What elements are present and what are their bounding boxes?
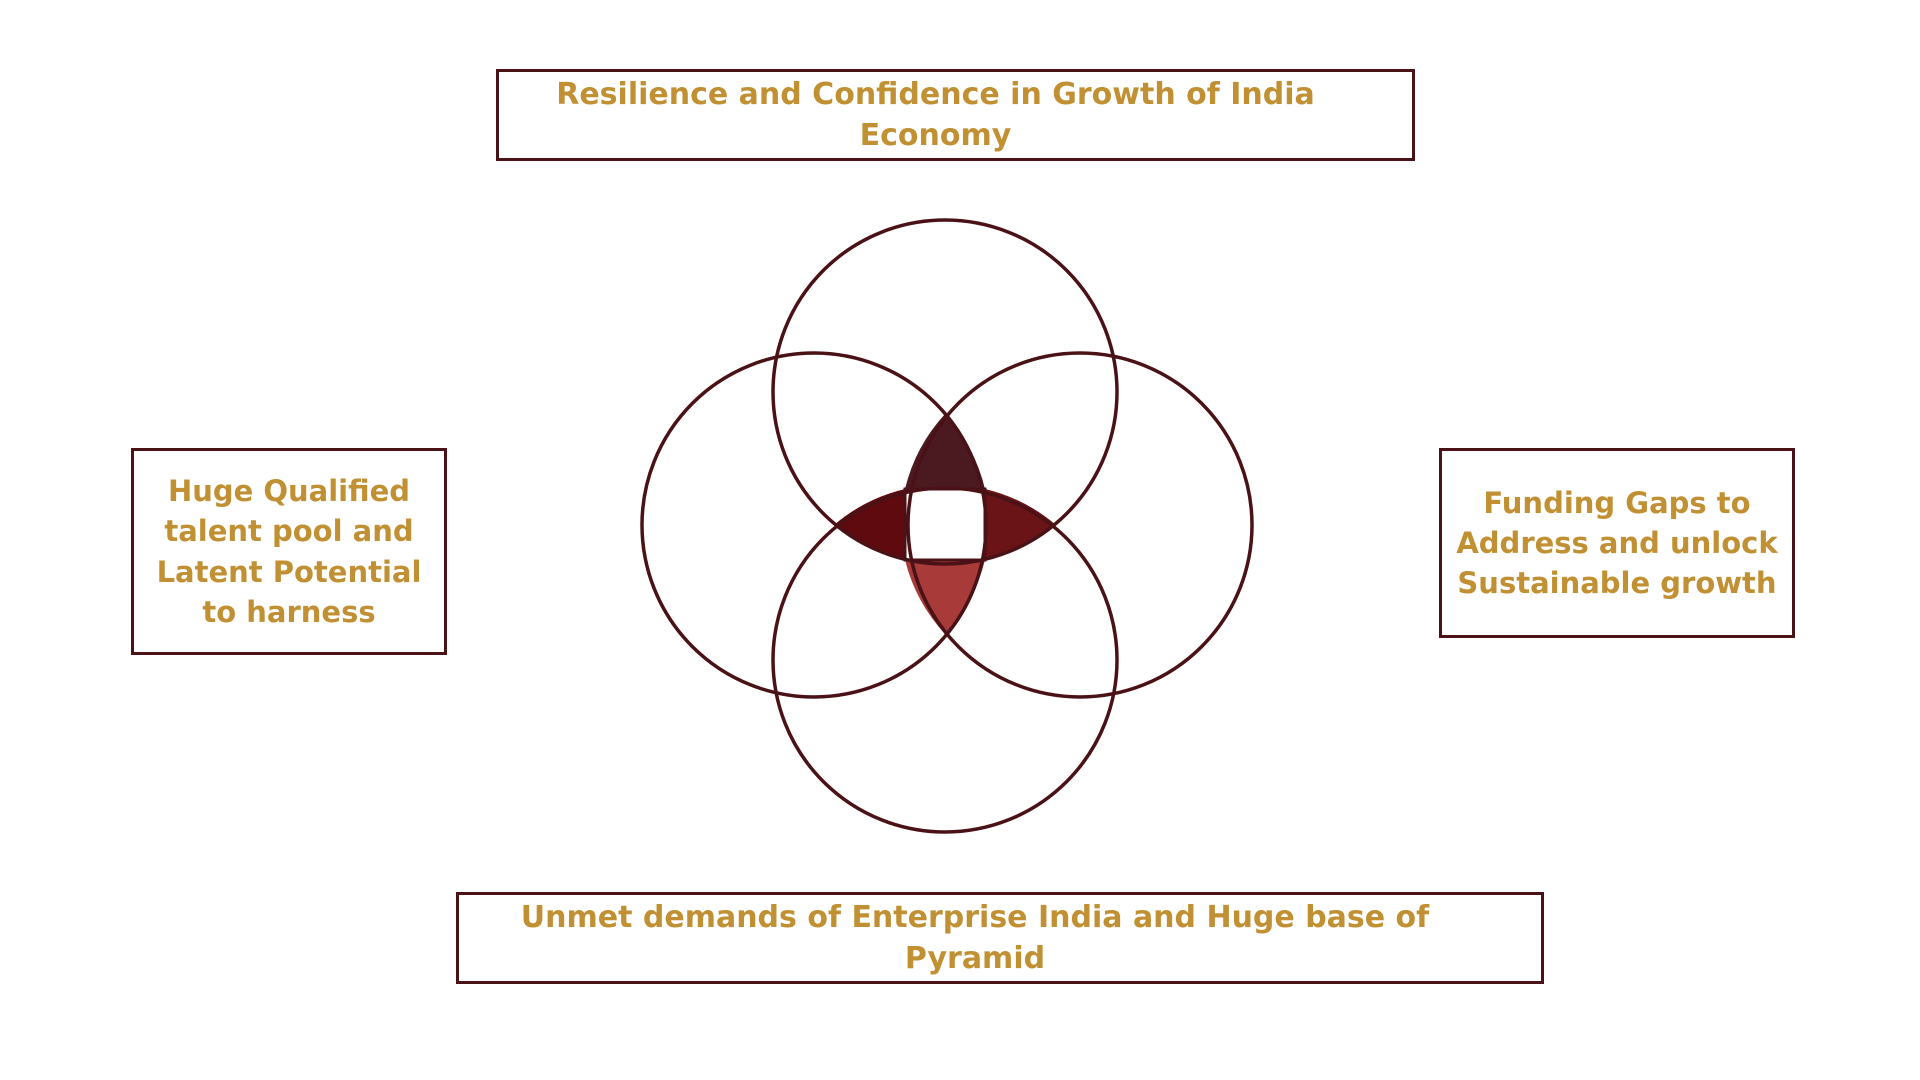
top-statement-box: Resilience and Confidence in Growth of I… <box>496 69 1415 161</box>
bottom-statement-box: Unmet demands of Enterprise India and Hu… <box>456 892 1544 984</box>
top-statement-text: Resilience and Confidence in Growth of I… <box>556 76 1315 153</box>
circle-top <box>771 218 1119 566</box>
lens-left <box>834 489 905 560</box>
lens-right <box>985 489 1056 560</box>
right-statement-box: Funding Gaps to Address and unlock Susta… <box>1439 448 1795 638</box>
lens-bottom <box>905 560 985 634</box>
left-statement-box: Huge Qualified talent pool and Latent Po… <box>131 448 447 655</box>
right-statement-text: Funding Gaps to Address and unlock Susta… <box>1456 485 1778 600</box>
left-statement-text: Huge Qualified talent pool and Latent Po… <box>156 474 422 629</box>
circle-bottom <box>771 486 1119 834</box>
lens-top <box>905 414 985 489</box>
circle-left <box>640 351 988 699</box>
bottom-statement-text: Unmet demands of Enterprise India and Hu… <box>520 899 1430 976</box>
circle-right <box>906 351 1254 699</box>
center-region <box>903 487 987 562</box>
